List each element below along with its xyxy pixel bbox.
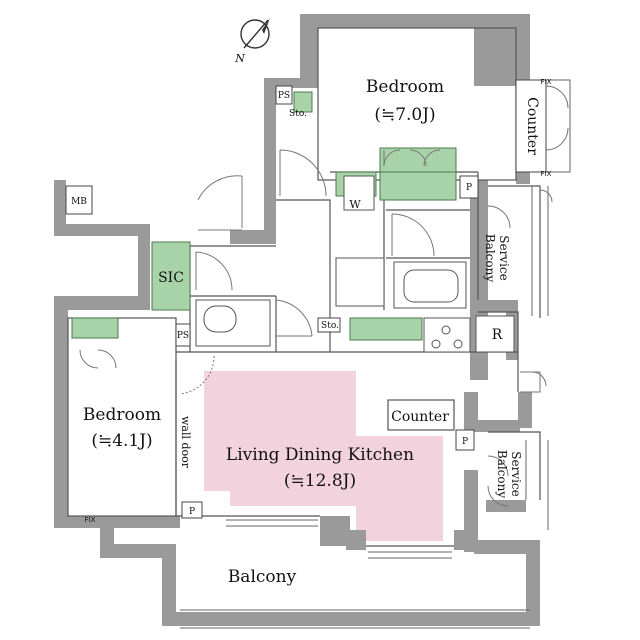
p3-label: P xyxy=(189,507,195,517)
balcony-windows xyxy=(226,519,452,559)
p2-label: P xyxy=(462,437,468,447)
ldk-highlight xyxy=(204,371,443,541)
small-boxes xyxy=(65,85,479,519)
window-top-right xyxy=(515,79,571,173)
fix-top2-label: FIX xyxy=(541,170,552,178)
p1-label: P xyxy=(466,183,472,193)
bedroom-top-name: Bedroom xyxy=(366,77,444,97)
sto-top-label: Sto. xyxy=(289,109,307,119)
bedroom-left-name: Bedroom xyxy=(83,405,161,425)
r-label: R xyxy=(492,327,503,343)
fixtures xyxy=(195,175,515,353)
north-arrow-icon xyxy=(240,18,270,49)
service-balcony-top-line1: Service xyxy=(497,235,511,281)
fix-left-label: FIX xyxy=(85,516,96,524)
counter-top-label: Counter xyxy=(524,97,540,155)
mb-label: MB xyxy=(71,197,87,207)
fix-top-label: FIX xyxy=(541,78,552,86)
ps-mid-label: PS xyxy=(177,331,189,341)
w-label: W xyxy=(349,198,361,211)
service-balcony-bottom-line1: Service xyxy=(509,451,523,497)
sic-label: SIC xyxy=(158,270,184,286)
bedroom-left-size: (≒4.1J) xyxy=(91,431,152,451)
outer-walls xyxy=(54,14,540,626)
wall-door-label: wall door xyxy=(179,416,192,469)
ldk-name: Living Dining Kitchen xyxy=(226,445,414,465)
ps-top-label: PS xyxy=(278,91,290,101)
ldk-size: (≒12.8J) xyxy=(284,471,356,491)
sto-mid-label: Sto. xyxy=(321,321,339,331)
closets xyxy=(71,91,457,341)
service-balcony-bottom-line2: Balcony xyxy=(495,450,509,498)
service-balcony-top-line2: Balcony xyxy=(483,234,497,282)
counter-mid-label: Counter xyxy=(391,409,449,425)
bedroom-top-size: (≒7.0J) xyxy=(374,105,435,125)
north-label: N xyxy=(234,52,245,65)
doors xyxy=(79,149,553,507)
balcony-name: Balcony xyxy=(228,567,297,587)
